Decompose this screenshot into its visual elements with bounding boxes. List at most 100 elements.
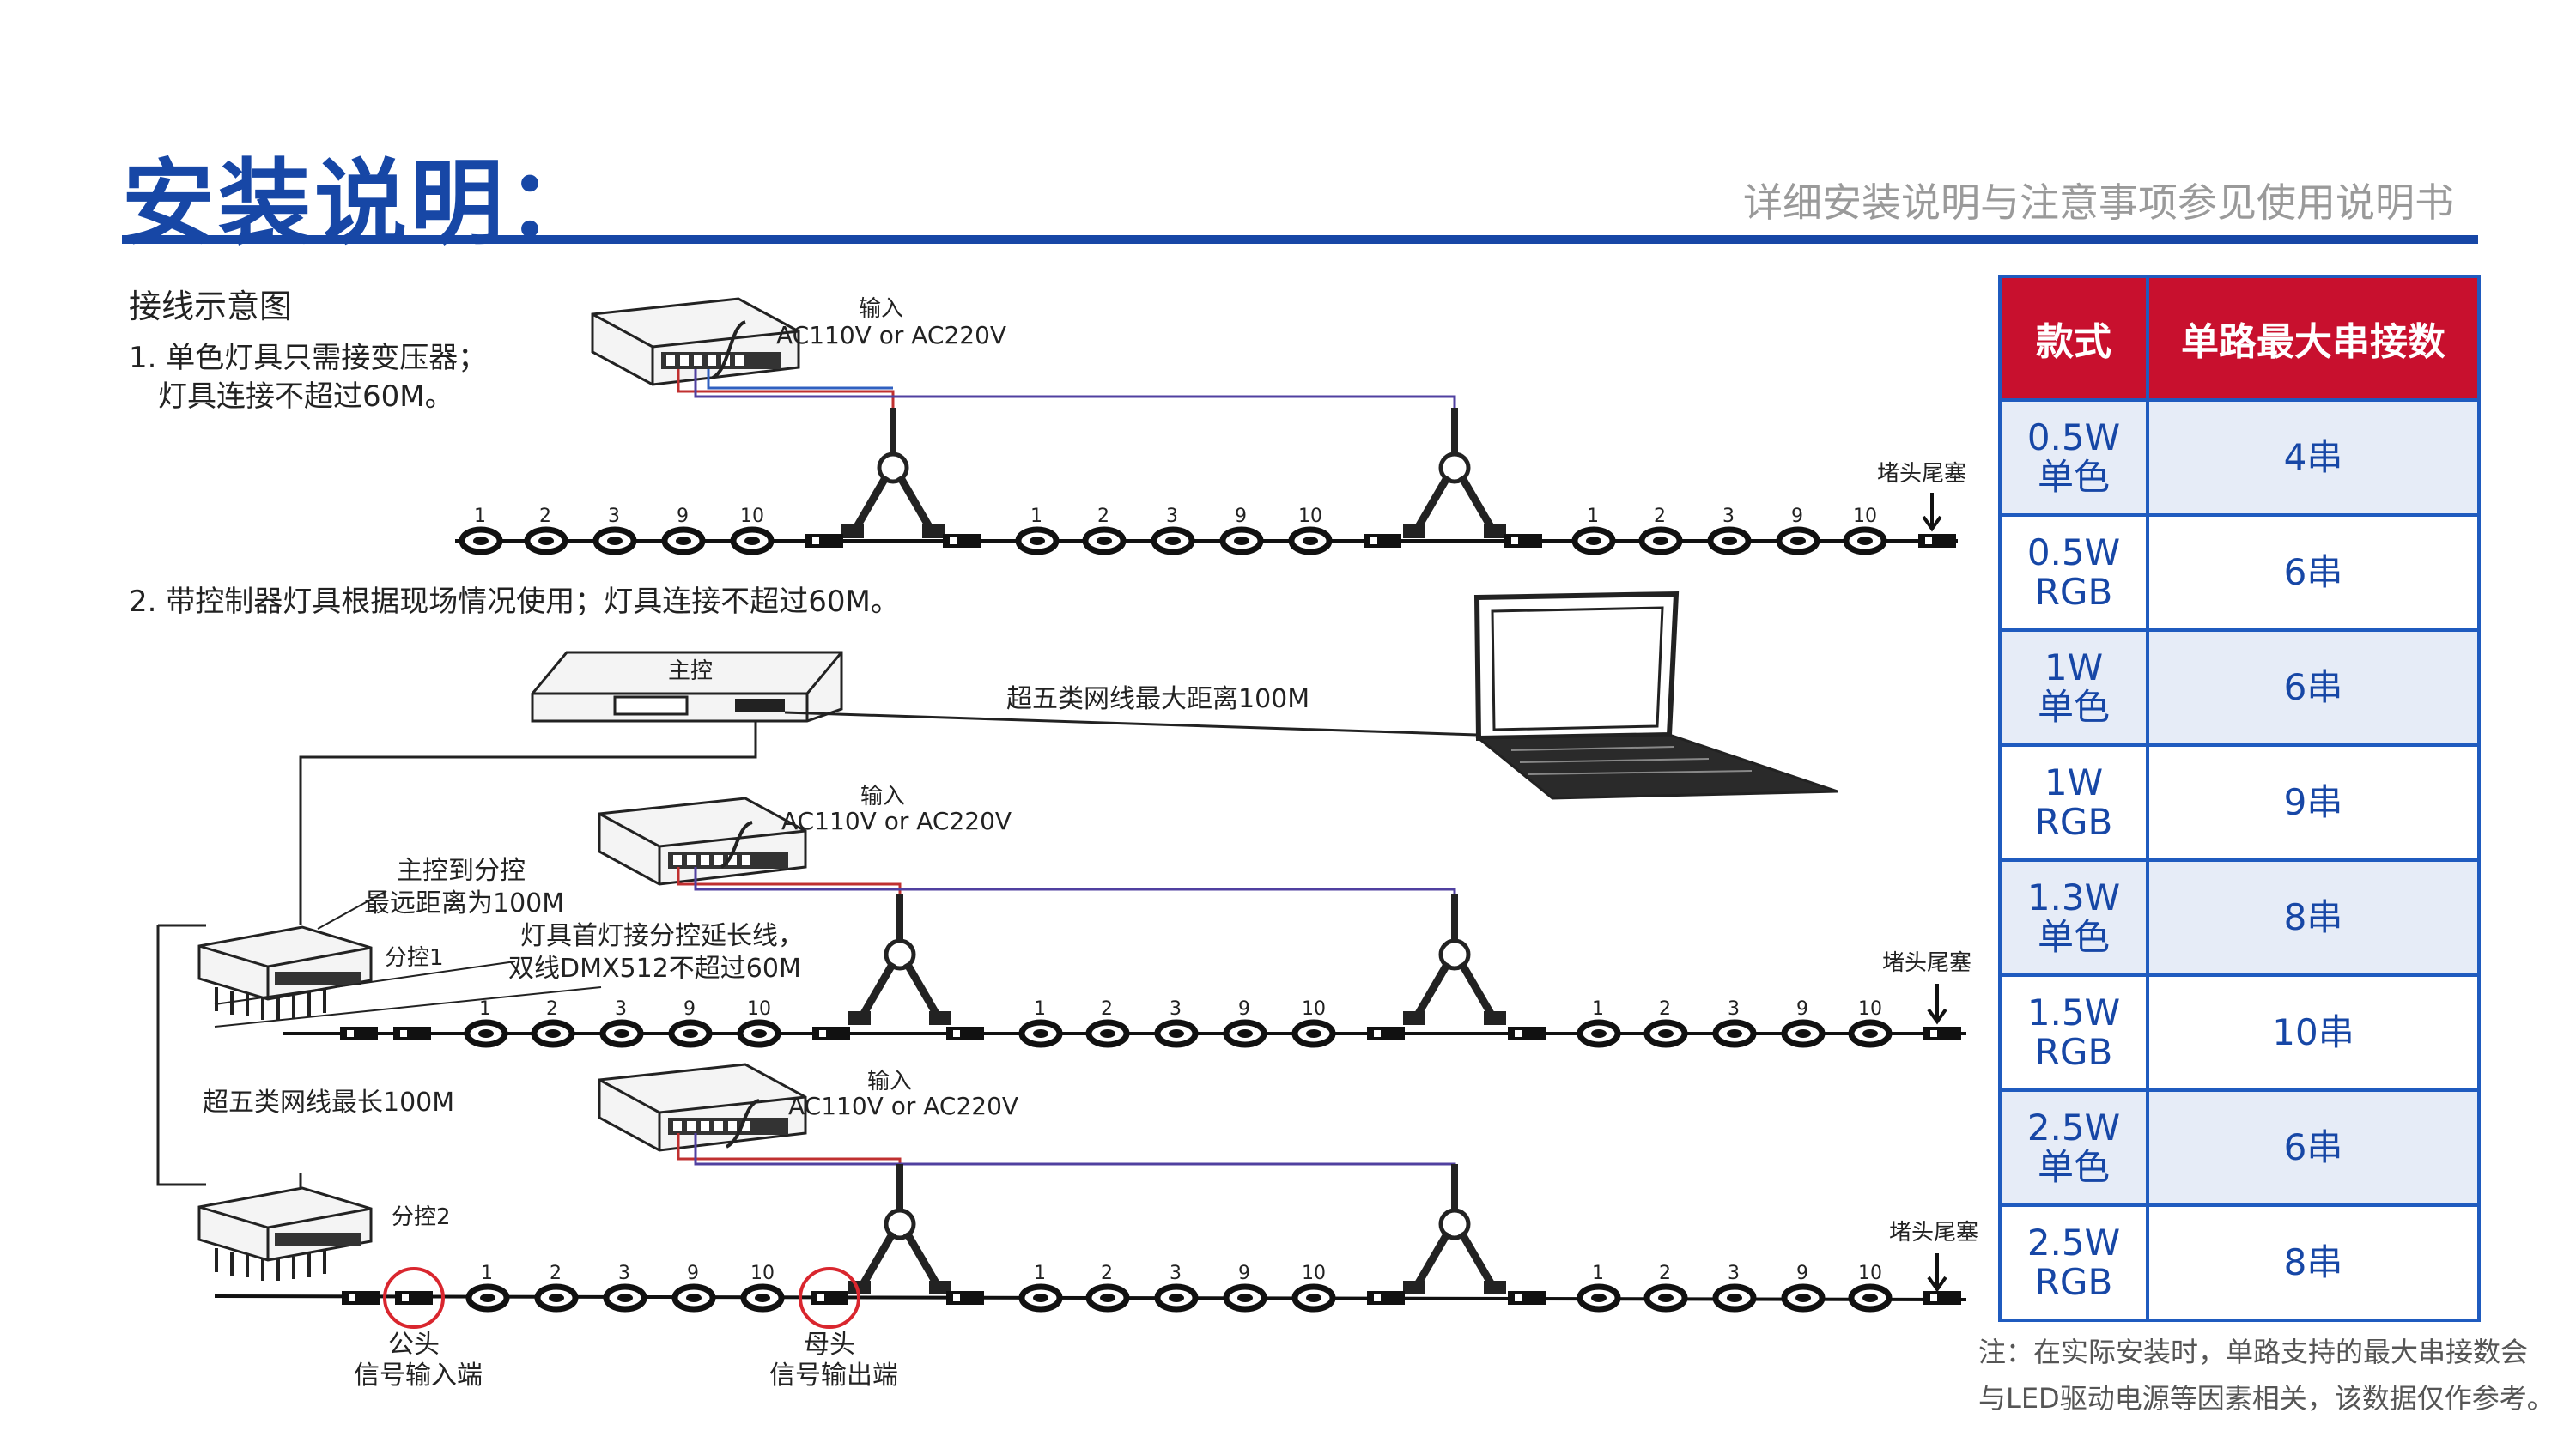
lamp-number: 10 [750, 1263, 775, 1284]
lamp-number: 3 [1728, 998, 1740, 1020]
lamp-number: 3 [1170, 1263, 1182, 1284]
arrow-down-icon [1927, 1253, 1947, 1293]
lamp-number: 3 [1728, 1263, 1740, 1284]
lamp-number: 1 [474, 506, 486, 527]
lamp-number: 9 [1791, 506, 1803, 527]
sub-controller-1 [197, 925, 373, 1022]
model-type: 单色 [2037, 916, 2110, 958]
diagram-heading: 接线示意图 [129, 288, 292, 325]
lamp-number: 2 [539, 506, 551, 527]
sub2-label: 分控2 [392, 1204, 451, 1230]
model-wattage: 2.5W [2026, 1106, 2121, 1149]
model-type: RGB [2034, 571, 2113, 613]
input-label-1: 输入 [859, 296, 903, 322]
model-type: 单色 [2037, 456, 2110, 498]
max-series-cell: 6串 [2146, 513, 2481, 632]
lamp-number: 2 [550, 1263, 562, 1284]
power-supply-3 [598, 1063, 807, 1152]
lamp-number: 10 [747, 998, 771, 1020]
lamp-number: 3 [1166, 506, 1178, 527]
sub1-label: 分控1 [385, 945, 444, 971]
lamp-number: 1 [1592, 998, 1604, 1020]
lamp-number: 1 [1030, 506, 1042, 527]
lamp-number: 9 [683, 998, 696, 1020]
male-connector-highlight [383, 1267, 445, 1329]
female-label-line1: 母头 [804, 1330, 855, 1360]
model-wattage: 2.5W [2026, 1222, 2121, 1264]
voltage-label-3: AC110V or AC220V [788, 1092, 1018, 1120]
lamp-number: 1 [481, 1263, 493, 1284]
model-wattage: 1W [2044, 761, 2104, 803]
sub-controller-2 [197, 1186, 373, 1282]
power-supply-2 [598, 797, 807, 886]
lamp-number: 1 [1034, 1263, 1046, 1284]
lamp-number: 1 [1592, 1263, 1604, 1284]
end-cap-label-1: 堵头尾塞 [1877, 461, 1966, 487]
lamp-number: 10 [1302, 998, 1326, 1020]
lamp-number: 3 [608, 506, 620, 527]
lamp-number: 1 [1587, 506, 1599, 527]
female-connector-highlight [799, 1267, 860, 1329]
header-model: 款式 [1998, 275, 2149, 402]
lamp-number: 9 [1235, 506, 1247, 527]
max-series-cell: 8串 [2146, 858, 2481, 977]
model-type: 单色 [2037, 1146, 2110, 1188]
main-to-sub-line2: 最远距离为100M [364, 888, 564, 919]
lamp-number: 3 [1170, 998, 1182, 1020]
lamp-number: 2 [546, 998, 558, 1020]
table-header-row: 款式 单路最大串接数 [1998, 275, 2481, 402]
model-wattage: 1.5W [2026, 991, 2121, 1034]
input-label-3: 输入 [867, 1069, 912, 1094]
lamp-number: 3 [1722, 506, 1735, 527]
main-controller [531, 651, 843, 723]
model-type: RGB [2034, 801, 2113, 843]
arrow-down-icon [1922, 493, 1942, 532]
table-note-line2: 与LED驱动电源等因素相关，该数据仅作参考。 [1978, 1382, 2555, 1415]
laptop-icon [1473, 591, 1838, 800]
lamp-number: 2 [1659, 1263, 1671, 1284]
lamp-number: 2 [1101, 998, 1113, 1020]
max-series-cell: 6串 [2146, 1088, 2481, 1207]
model-type: 单色 [2037, 686, 2110, 728]
end-cap-label-3: 堵头尾塞 [1889, 1220, 1978, 1246]
lamp-number: 9 [687, 1263, 699, 1284]
lamp-number: 3 [618, 1263, 630, 1284]
step2-text: 2. 带控制器灯具根据现场情况使用；灯具连接不超过60M。 [129, 585, 900, 619]
max-series-cell: 10串 [2146, 973, 2481, 1092]
lamp-number: 1 [1034, 998, 1046, 1020]
model-type: RGB [2034, 1261, 2113, 1303]
model-wattage: 0.5W [2026, 416, 2121, 458]
lamp-number: 10 [1298, 506, 1322, 527]
lamp-number: 2 [1659, 998, 1671, 1020]
lamp-number: 2 [1101, 1263, 1113, 1284]
lamp-number: 10 [1302, 1263, 1326, 1284]
lamp-number: 10 [1858, 998, 1882, 1020]
lamp-number: 10 [1853, 506, 1877, 527]
model-wattage: 1W [2044, 646, 2104, 688]
male-label-line2: 信号输入端 [354, 1361, 483, 1391]
main-controller-label: 主控 [668, 658, 713, 684]
cable-max-note: 超五类网线最长100M [203, 1088, 454, 1118]
model-wattage: 1.3W [2026, 876, 2121, 919]
lamp-number: 9 [1796, 1263, 1808, 1284]
extension-line2: 双线DMX512不超过60M [508, 954, 801, 984]
max-series-cell: 6串 [2146, 628, 2481, 747]
header-max-series: 单路最大串接数 [2146, 275, 2481, 402]
lamp-number: 2 [1654, 506, 1666, 527]
lamp-number: 9 [1238, 1263, 1250, 1284]
lamp-number: 2 [1097, 506, 1109, 527]
step1-line2: 灯具连接不超过60M。 [158, 379, 454, 414]
max-series-cell: 8串 [2146, 1203, 2481, 1322]
model-type: RGB [2034, 1031, 2113, 1073]
max-series-cell: 4串 [2146, 398, 2481, 517]
